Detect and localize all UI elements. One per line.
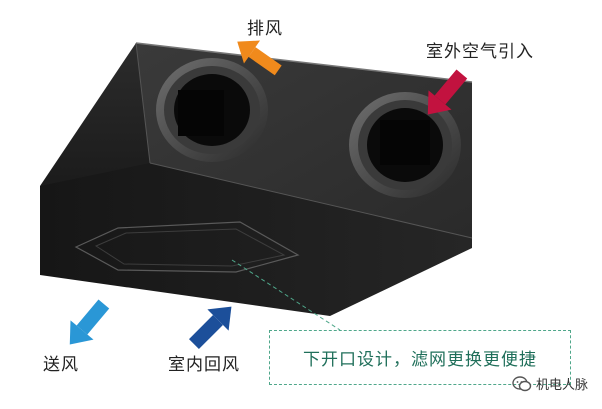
filter-access-panel — [74, 221, 300, 273]
watermark-text: 机电人脉 — [535, 378, 588, 393]
outdoor-intake-label: 室外空气引入 — [426, 42, 534, 62]
supply-arrow-icon — [69, 299, 110, 345]
exhaust-label: 排风 — [247, 19, 283, 39]
indoor-return-arrow-icon — [189, 306, 232, 349]
indoor-return-label: 室内回风 — [168, 355, 240, 375]
wechat-icon — [512, 375, 532, 391]
outdoor-intake-duct-collar — [349, 92, 461, 198]
callout-leader-line — [231, 259, 341, 331]
filter-callout-text: 下开口设计，滤网更换更便捷 — [303, 350, 537, 370]
outdoor-intake-arrow-icon — [427, 69, 468, 115]
exhaust-duct-collar — [156, 58, 268, 162]
filter-callout-box: 下开口设计，滤网更换更便捷 — [269, 330, 571, 385]
watermark: 机电人脉 — [512, 374, 588, 393]
exhaust-arrow-icon — [237, 40, 282, 76]
supply-label: 送风 — [43, 355, 79, 375]
